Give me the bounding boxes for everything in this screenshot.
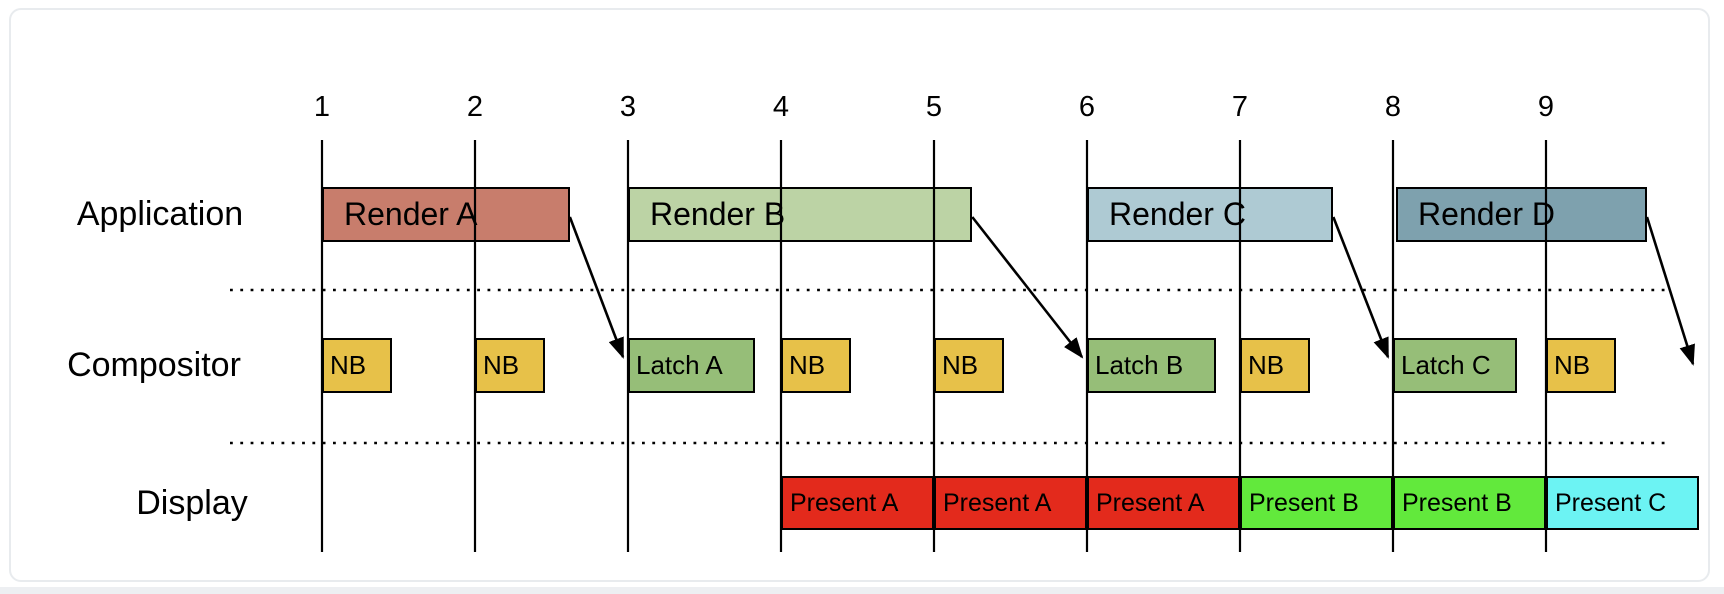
latch-c-box: Latch C [1393, 338, 1517, 393]
tick-label-2: 2 [466, 91, 484, 123]
lane-label-compositor: Compositor [67, 346, 241, 384]
render-d-box: Render D [1396, 187, 1647, 242]
present-a-box: Present A [781, 476, 934, 530]
present-a-box: Present A [1087, 476, 1240, 530]
tick-label-7: 7 [1231, 91, 1249, 123]
tick-label-3: 3 [619, 91, 637, 123]
present-b-box: Present B [1240, 476, 1393, 530]
tick-label-9: 9 [1537, 91, 1555, 123]
render-a-box: Render A [322, 187, 570, 242]
nb-box: NB [1240, 338, 1311, 393]
render-c-box: Render C [1087, 187, 1334, 242]
present-b-box: Present B [1393, 476, 1546, 530]
latch-b-box: Latch B [1087, 338, 1216, 393]
tick-label-6: 6 [1078, 91, 1096, 123]
tick-label-8: 8 [1384, 91, 1402, 123]
tick-label-4: 4 [772, 91, 790, 123]
latch-a-box: Latch A [628, 338, 755, 393]
present-a-box: Present A [934, 476, 1087, 530]
nb-box: NB [1546, 338, 1617, 393]
nb-box: NB [475, 338, 546, 393]
nb-box: NB [322, 338, 393, 393]
render-b-box: Render B [628, 187, 973, 242]
page-bottom-edge [0, 587, 1724, 594]
lane-label-application: Application [76, 195, 244, 233]
lane-label-display: Display [136, 483, 248, 522]
tick-label-5: 5 [925, 91, 943, 123]
tick-label-1: 1 [313, 91, 331, 123]
